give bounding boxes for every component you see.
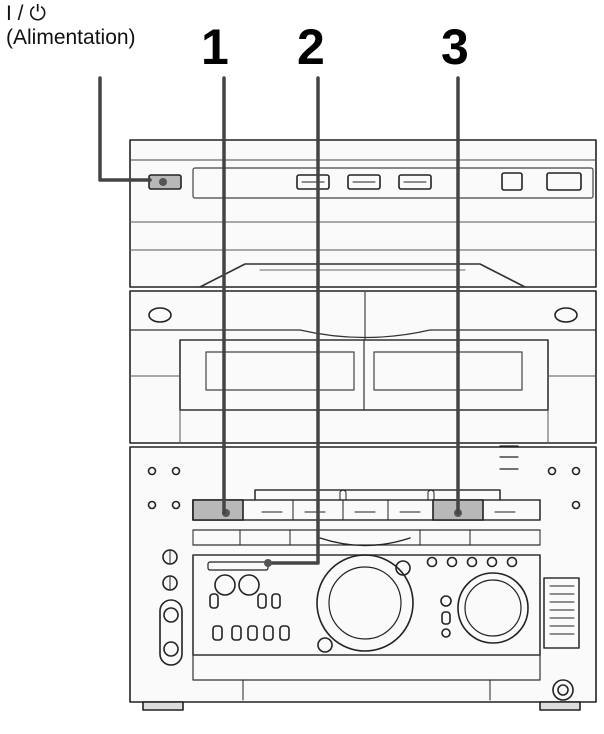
- disc-button-3[interactable]: [398, 174, 432, 190]
- power-symbol: I / ⏻: [6, 2, 46, 25]
- open-close-button[interactable]: [501, 172, 523, 191]
- headphones-jack-icon: [552, 679, 574, 701]
- cassette-unit: [129, 290, 597, 444]
- power-label: I / ⏻ (Alimentation): [6, 2, 136, 50]
- jack-lower: [162, 575, 178, 591]
- callout-2-leader: [268, 76, 320, 565]
- jog-dial-icon[interactable]: [316, 554, 414, 652]
- power-leader: [98, 76, 152, 182]
- amplifier-unit: [129, 445, 597, 711]
- cd-function-button[interactable]: [192, 499, 244, 521]
- power-name: (Alimentation): [6, 26, 136, 49]
- deck-b-window: [373, 351, 523, 391]
- jack-upper: [162, 549, 178, 565]
- callout-1: 1: [201, 19, 229, 75]
- callout-2: 2: [297, 19, 325, 75]
- power-icon: [159, 178, 167, 186]
- volume-knob-icon[interactable]: [457, 572, 529, 644]
- cd-unit: [129, 139, 597, 288]
- leader-lines: [98, 76, 460, 565]
- deck-b-screw: [554, 307, 578, 323]
- disc-skip-button[interactable]: [546, 172, 582, 191]
- deck-a-window: [205, 351, 355, 391]
- disc-button-2[interactable]: [347, 174, 381, 190]
- deck-a-screw: [148, 307, 172, 323]
- callout-3: 3: [441, 19, 469, 75]
- disc-button-1[interactable]: [296, 174, 330, 190]
